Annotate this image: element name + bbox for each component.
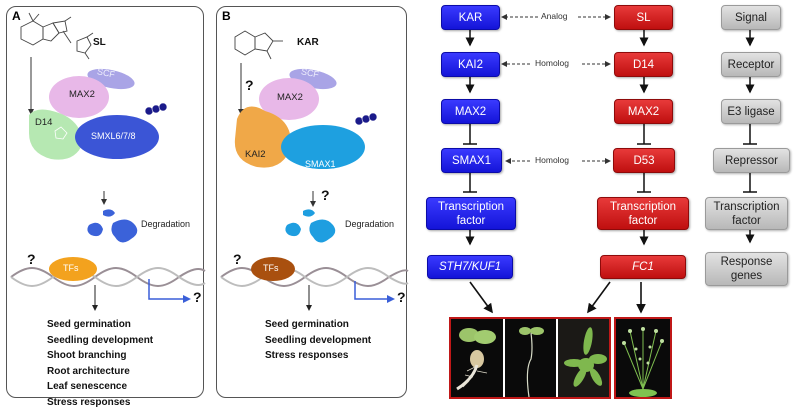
box-response-genes: Response genes — [705, 252, 788, 286]
relation-label-analog: Analog — [539, 11, 569, 21]
arrow-fc1-photos — [588, 282, 610, 312]
box-signal: Signal — [721, 5, 781, 30]
box-smax1: SMAX1 — [441, 148, 502, 173]
box-e3-ligase: E3 ligase — [721, 99, 781, 124]
box-fc1: FC1 — [600, 255, 686, 279]
rosette-plant-icon — [558, 319, 609, 397]
relation-label-homolog: Homolog — [533, 58, 571, 68]
relation-label-homolog: Homolog — [533, 155, 571, 165]
box-repressor: Repressor — [713, 148, 790, 173]
photo-rosette — [558, 319, 609, 397]
arrow-sth7-photos — [470, 282, 492, 312]
photo-etiolated-seedling — [505, 319, 556, 397]
box-sl: SL — [614, 5, 673, 30]
box-sth7-kuf1: STH7/KUF1 — [427, 255, 513, 279]
box-tf-sl: Transcription factor — [597, 197, 689, 230]
photo-seedling-with-root — [451, 319, 503, 397]
seedling-root-icon — [451, 319, 503, 397]
box-max2-kar: MAX2 — [441, 99, 500, 124]
box-receptor: Receptor — [721, 52, 781, 77]
box-tf-kar: Transcription factor — [426, 197, 516, 230]
box-tf-generic: Transcription factor — [705, 197, 788, 230]
flowering-plant-icon — [616, 319, 670, 397]
box-max2-sl: MAX2 — [614, 99, 673, 124]
box-d14: D14 — [614, 52, 673, 77]
box-d53: D53 — [613, 148, 675, 173]
etiolated-seedling-icon — [505, 319, 556, 397]
box-kar: KAR — [441, 5, 500, 30]
photo-flowering-plant — [616, 319, 670, 397]
box-kai2: KAI2 — [441, 52, 500, 77]
